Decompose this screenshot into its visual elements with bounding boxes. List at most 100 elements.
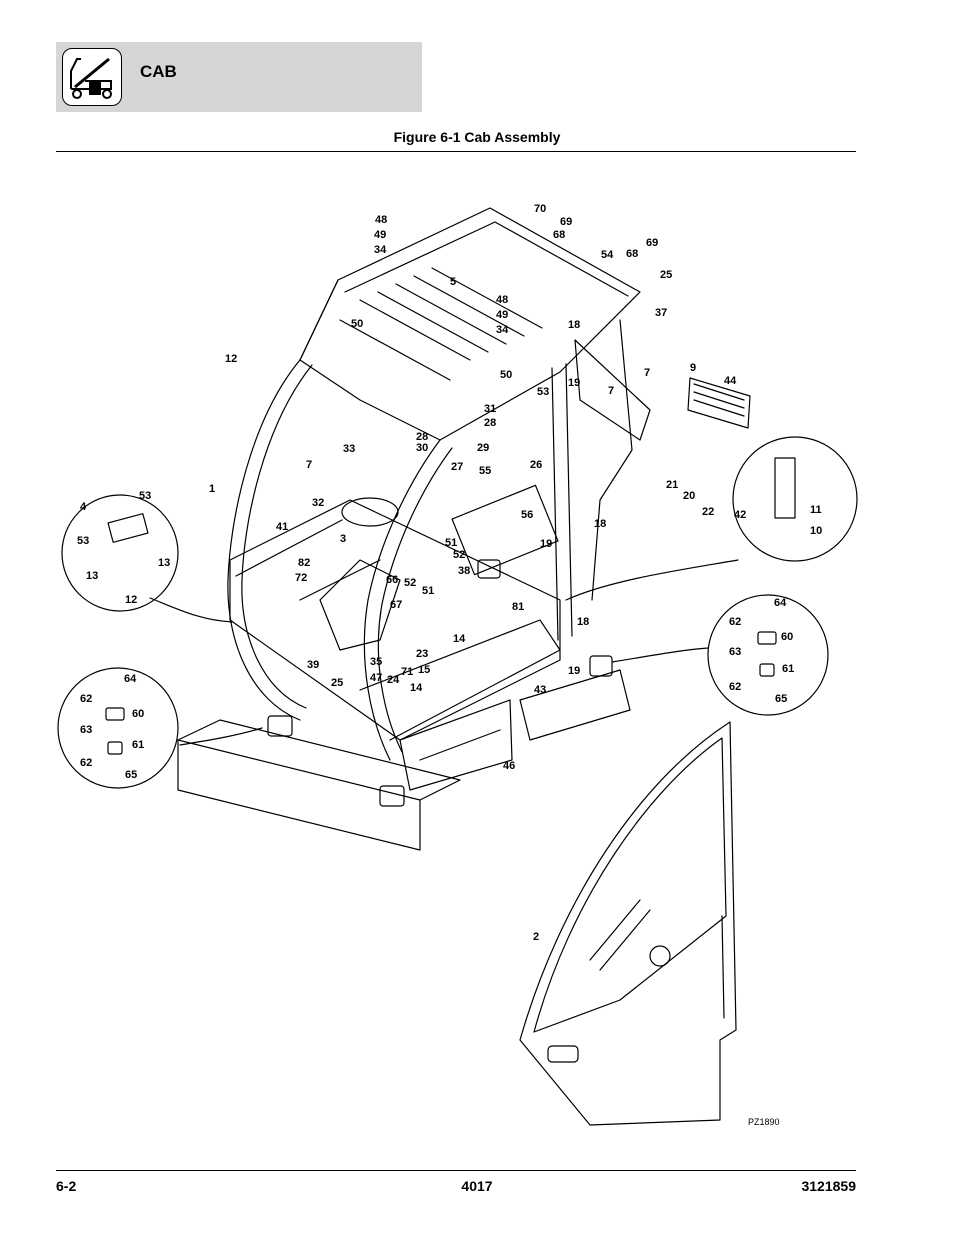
callout-label: 42 [734,509,746,521]
figure-title: Figure 6-1 Cab Assembly [393,129,561,145]
callout-label: 11 [810,504,822,516]
callout-label: 19 [568,665,580,677]
callout-label: 28 [416,431,428,443]
callout-label: 54 [601,249,614,261]
callout-label: 34 [374,244,387,256]
callout-label: 49 [374,229,386,241]
callout-label: 15 [418,664,430,676]
callout-label: 9 [690,362,696,374]
callout-label: 64 [774,597,787,609]
mount-block-left [177,719,461,851]
callout-label: 82 [298,557,310,569]
callout-label: 81 [512,601,524,613]
callout-label: 25 [660,269,672,281]
callout-label: 48 [375,214,387,226]
callout-label: 27 [451,461,463,473]
callout-label: 52 [404,577,416,589]
callout-label: 32 [312,497,324,509]
detail-view-isolator-right [707,594,829,716]
callout-label: 23 [416,648,428,660]
footer-rule [56,1170,856,1171]
callout-label: 63 [729,646,741,658]
callout-label: 51 [445,537,457,549]
callout-label: 60 [781,631,793,643]
callout-label: 49 [496,309,508,321]
callout-label: 38 [458,565,470,577]
callout-label: 53 [77,535,89,547]
callout-label: 22 [702,506,714,518]
callout-label: 18 [594,518,606,530]
callout-label: 61 [132,739,144,751]
detail-view-bracket [61,494,179,612]
callout-label: 47 [370,672,382,684]
callout-label: 72 [295,572,307,584]
callout-label: 55 [479,465,491,477]
header-rule [56,151,856,152]
rear-pillar [551,363,573,641]
callout-label: 24 [387,674,400,686]
callout-label: 34 [496,324,509,336]
heater-box [399,699,513,791]
callout-label: 31 [484,403,496,415]
callout-label: 64 [124,673,137,685]
callout-label: 68 [626,248,638,260]
callout-label: 7 [644,367,650,379]
callout-label: 35 [370,656,382,668]
callout-label: 7 [608,385,614,397]
callout-label: 69 [560,216,572,228]
callout-label: 18 [568,319,580,331]
callout-label: 41 [276,521,288,533]
callout-label: 44 [724,375,737,387]
section-title: CAB [140,62,177,81]
callout-label: 30 [416,442,428,454]
detail-view-latch [732,436,858,562]
callout-label: 53 [537,386,549,398]
callout-label: 60 [132,708,144,720]
front-pillar-right [363,439,441,761]
callout-label: 13 [86,570,98,582]
callout-label: 48 [496,294,508,306]
page-number: 6-2 [56,1178,77,1194]
callout-label: 33 [343,443,355,455]
callout-label: 62 [729,616,741,628]
callout-label: 43 [534,684,546,696]
callout-label: 14 [410,682,423,694]
callout-label: 14 [453,633,466,645]
callout-label: 68 [553,229,565,241]
rear-vent-grille [687,377,751,429]
cab-door [519,721,737,1126]
callout-label: 12 [225,353,237,365]
callout-label: 20 [683,490,695,502]
callout-label: 50 [351,318,363,330]
callout-label: 61 [782,663,794,675]
manual-number: 3121859 [801,1178,856,1194]
callout-label: 62 [729,681,741,693]
callout-label: 70 [534,203,546,215]
callout-label: 19 [540,538,552,550]
callout-label: 4 [80,501,87,513]
callout-label: 10 [810,525,822,537]
roof-ribs [339,267,543,381]
callout-label: 3 [340,533,346,545]
callout-label: 25 [331,677,343,689]
callout-label: 37 [655,307,667,319]
callout-label: 51 [422,585,434,597]
callout-label: 71 [401,666,413,678]
callout-label: 65 [775,693,787,705]
callout-label: 50 [500,369,512,381]
callout-label: 65 [125,769,137,781]
mount-block-right [519,669,631,741]
callout-label: 46 [503,760,515,772]
drawing-id: PZ1890 [748,1117,780,1127]
callout-label: 29 [477,442,489,454]
callout-label: 66 [386,574,398,586]
callout-label: 53 [139,490,151,502]
callout-label: 67 [390,599,402,611]
callout-label: 69 [646,237,658,249]
callout-label: 2 [533,931,539,943]
callout-label: 62 [80,693,92,705]
callout-label: 7 [306,459,312,471]
front-pillar-left [227,359,301,721]
